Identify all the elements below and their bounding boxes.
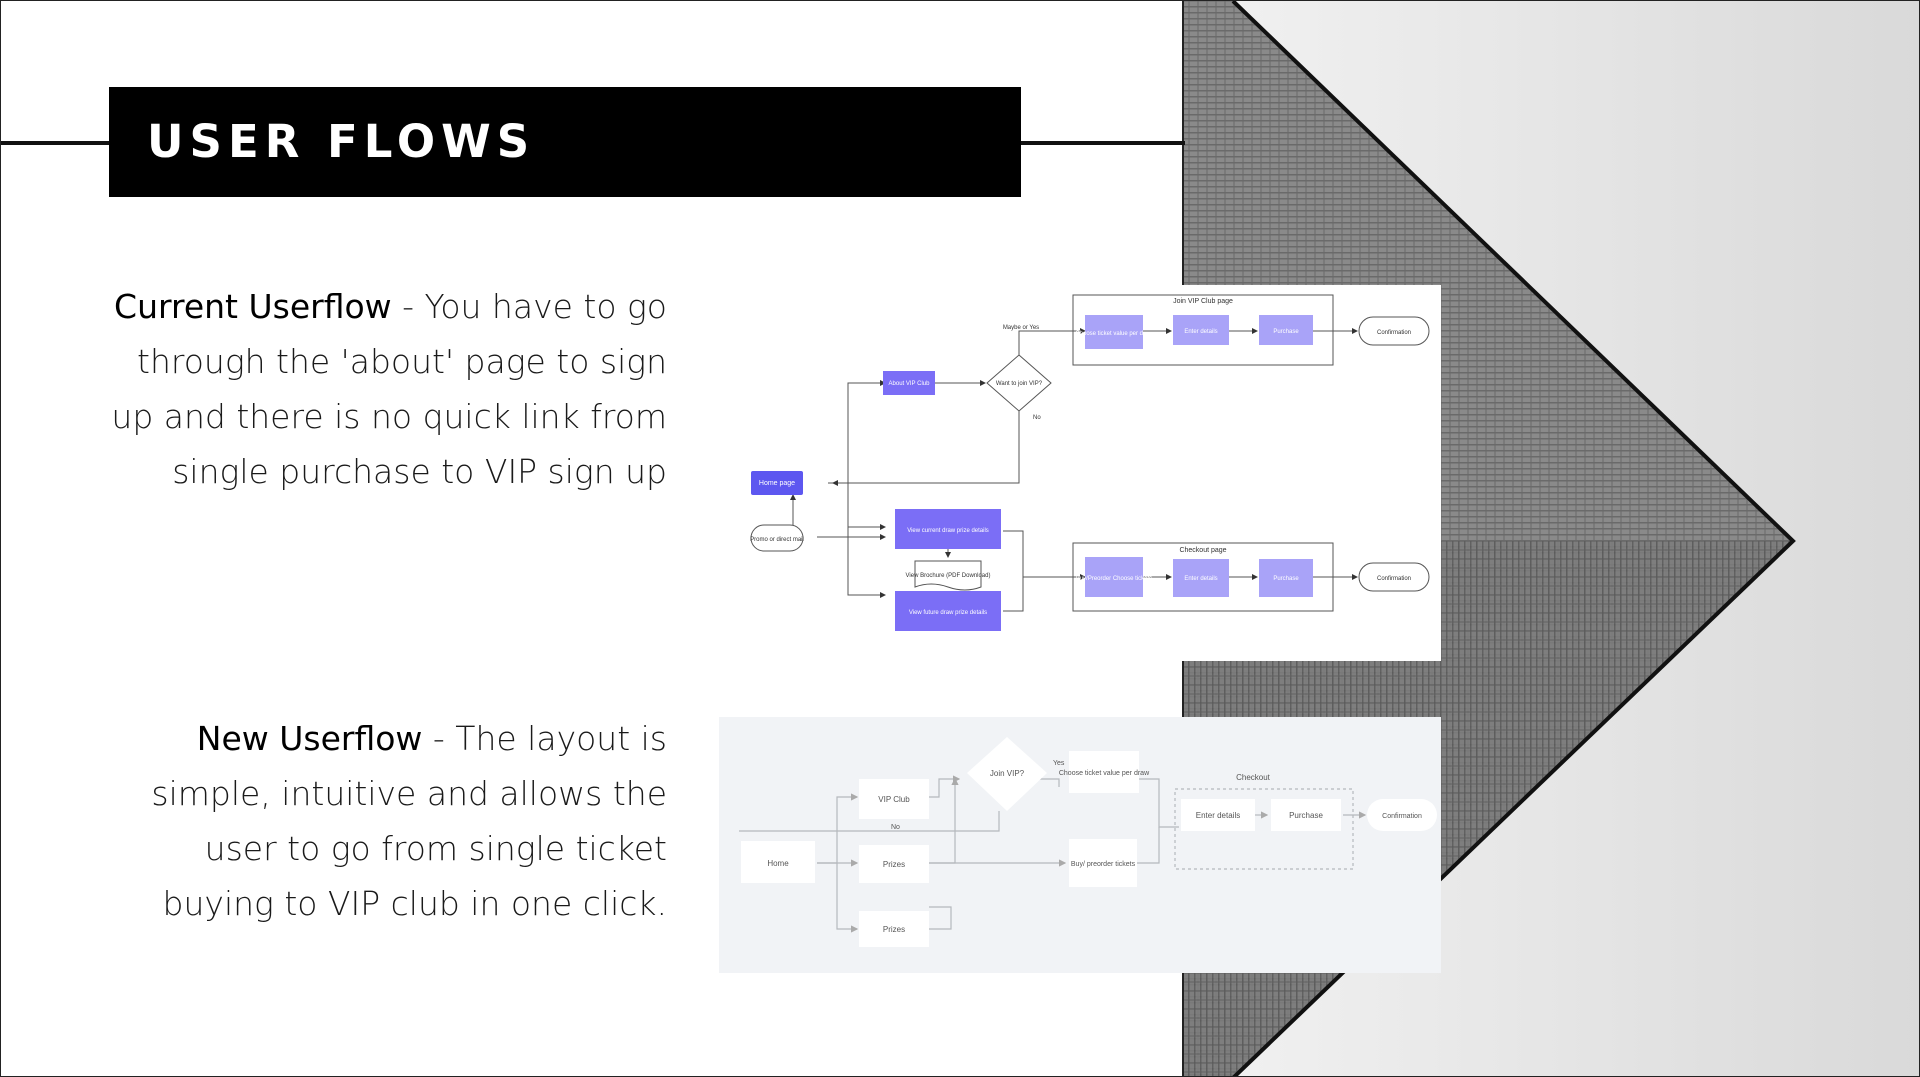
brochure-label: View Brochure (PDF Download) [906, 573, 991, 579]
enter-details-node-2 [1173, 559, 1229, 597]
view-future-label: View future draw prize details [909, 610, 987, 616]
new-userflow-lead: New Userflow [196, 719, 423, 758]
vip-club-label: VIP Club [878, 795, 910, 804]
enter-details-node [1181, 799, 1255, 831]
view-current-node [895, 509, 1001, 549]
vip-group-box [1072, 294, 1334, 366]
enter-details-label: Enter details [1196, 811, 1240, 820]
choose-ticket-node [1069, 751, 1139, 793]
about-vip-node [883, 371, 935, 395]
current-line-4: single purchase to VIP sign up [172, 452, 667, 491]
vip-club-node [859, 779, 929, 819]
new-line-2: simple, intuitive and allows the [151, 774, 667, 813]
enter-details-label-1: Enter details [1184, 329, 1217, 335]
buy-preorder-node [1085, 557, 1143, 597]
buy-preorder-node [1069, 839, 1137, 887]
vip-group-label: Join VIP Club page [1173, 298, 1233, 305]
confirmation-label-2: Confirmation [1377, 576, 1411, 582]
current-userflow-diagram: Join VIP Club page Checkout page Home pa… [733, 285, 1441, 661]
confirmation-node [1367, 799, 1437, 831]
page-title: USER FLOWS [147, 115, 536, 168]
home-node [741, 841, 815, 883]
new-flow-svg: Home VIP Club Prizes Prizes Join VIP? Ye… [739, 737, 1437, 947]
confirmation-node-1 [1358, 316, 1430, 346]
checkout-label: Checkout [1236, 773, 1271, 782]
new-userflow-diagram: Home VIP Club Prizes Prizes Join VIP? Ye… [719, 717, 1441, 973]
new-line-1: - The layout is [422, 719, 667, 758]
new-userflow-text: New Userflow - The layout is simple, int… [87, 711, 667, 931]
current-userflow-text: Current Userflow - You have to go throug… [87, 279, 667, 499]
new-line-3: user to go from single ticket [204, 829, 667, 868]
new-line-4: buying to VIP club in one click. [162, 884, 667, 923]
maybe-yes-label: Maybe or Yes [1003, 325, 1039, 331]
buy-preorder-label: Buy/Preorder Choose tickets [1076, 576, 1152, 582]
enter-details-label-2: Enter details [1184, 576, 1217, 582]
home-node-label: Home [767, 859, 789, 868]
current-line-3: up and there is no quick link from [111, 397, 667, 436]
confirmation-label-1: Confirmation [1377, 330, 1411, 336]
enter-details-node-1 [1173, 315, 1229, 345]
join-vip-decision [967, 737, 1047, 811]
view-future-node [895, 591, 1001, 631]
about-vip-label: About VIP Club [889, 381, 931, 387]
choose-ticket-label: Choose ticket value per draw [1059, 770, 1150, 777]
purchase-node-2 [1259, 559, 1313, 597]
want-vip-decision [986, 354, 1052, 412]
join-vip-label: Join VIP? [990, 769, 1025, 778]
confirmation-node-2 [1358, 562, 1430, 592]
brochure-node [914, 560, 982, 591]
promo-node-label: Promo or direct mail [750, 537, 804, 543]
home-node-label: Home page [759, 480, 795, 487]
view-current-label: View current draw prize details [907, 528, 989, 534]
prizes-label-1: Prizes [883, 860, 905, 869]
confirmation-label: Confirmation [1382, 813, 1422, 820]
purchase-label-1: Purchase [1273, 329, 1299, 335]
purchase-node-1 [1259, 315, 1313, 345]
choose-value-label: Choose ticket value per draw [1075, 331, 1153, 337]
current-userflow-lead: Current Userflow [114, 287, 392, 326]
current-line-1: - You have to go [391, 287, 667, 326]
home-node [751, 471, 803, 495]
want-vip-label: Want to join VIP? [996, 381, 1043, 387]
current-flow-svg: Join VIP Club page Checkout page Home pa… [750, 294, 1430, 631]
title-banner: USER FLOWS [109, 87, 1021, 197]
checkout-group-label: Checkout page [1179, 547, 1226, 554]
promo-node [750, 524, 804, 552]
purchase-label: Purchase [1289, 811, 1323, 820]
header-rule-left [1, 141, 111, 145]
prizes-node-1 [859, 845, 929, 883]
header-rule-right [1020, 141, 1185, 145]
purchase-node [1271, 799, 1341, 831]
purchase-label-2: Purchase [1273, 576, 1299, 582]
choose-value-node [1085, 315, 1143, 349]
no-label: No [1033, 415, 1041, 421]
no-label: No [891, 824, 900, 831]
buy-preorder-label: Buy/ preorder tickets [1071, 861, 1136, 868]
current-line-2: through the 'about' page to sign [137, 342, 667, 381]
prizes-node-2 [859, 911, 929, 947]
yes-label: Yes [1053, 760, 1065, 767]
prizes-label-2: Prizes [883, 925, 905, 934]
